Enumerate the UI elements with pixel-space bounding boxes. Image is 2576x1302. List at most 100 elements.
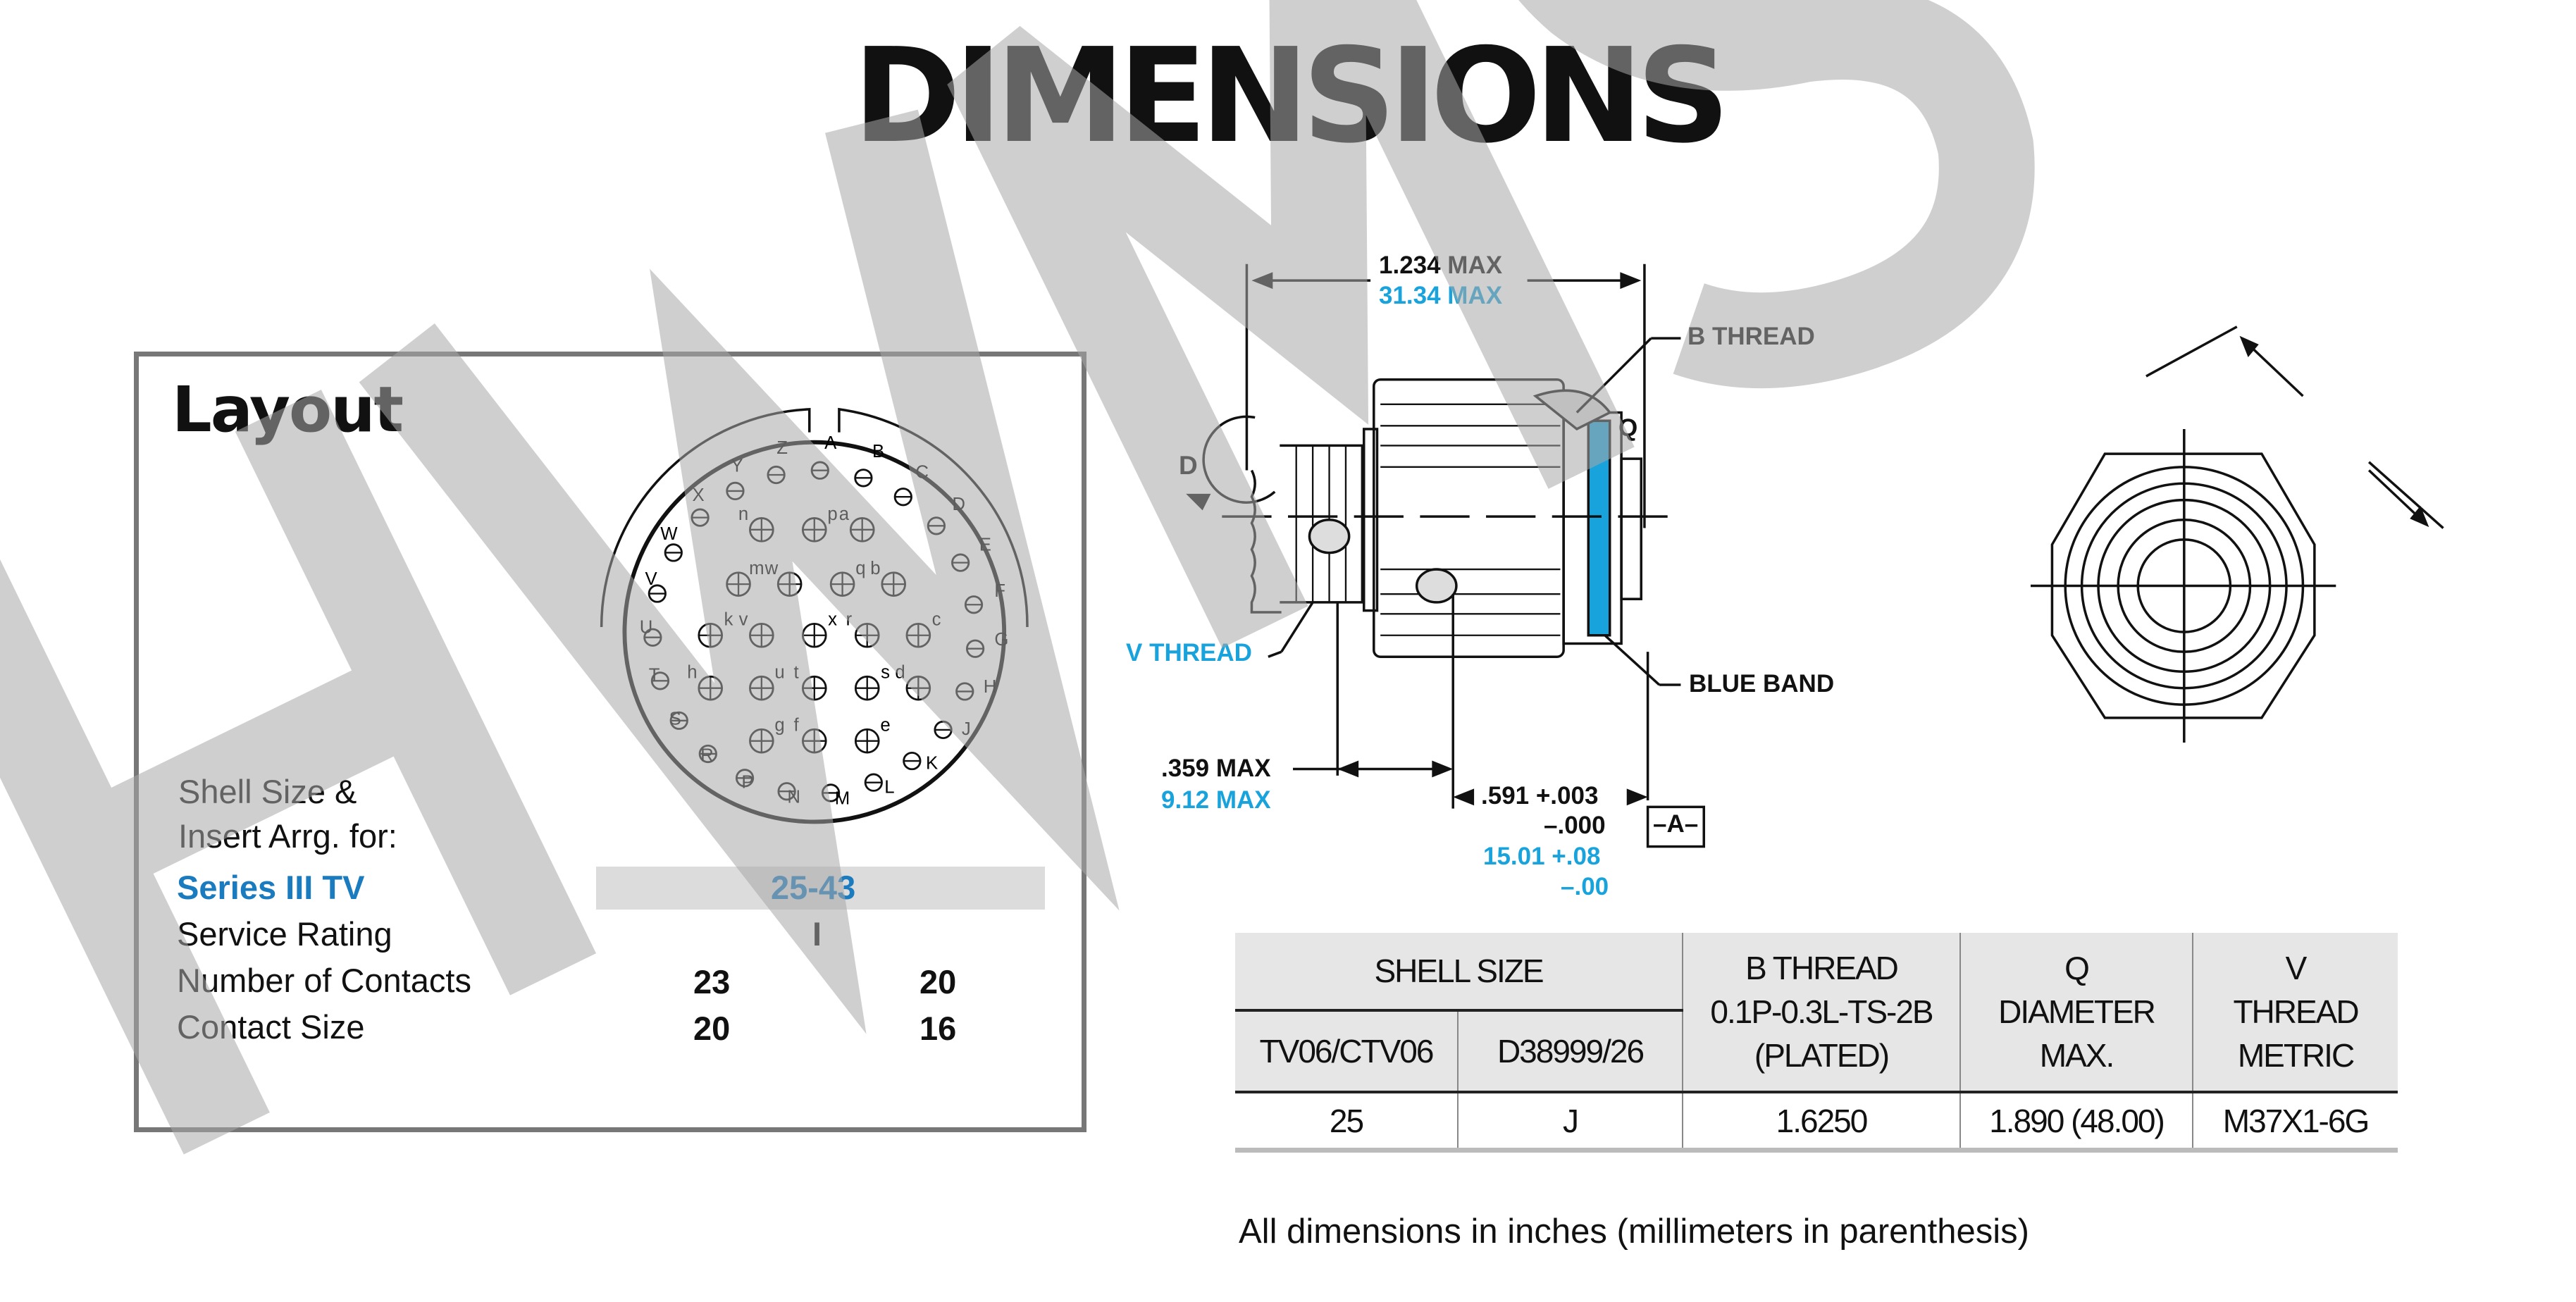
contact-label: t <box>793 663 798 683</box>
contact-label: S <box>669 709 681 729</box>
length-in-tolerance: –.000 <box>1544 812 1606 839</box>
contact-s: s <box>854 663 890 701</box>
service-rating-value: I <box>812 915 822 953</box>
contact-label: q <box>855 559 865 578</box>
contact-b: b <box>870 559 907 597</box>
contact-label: V <box>645 569 658 589</box>
contact-label: m <box>749 559 764 578</box>
contact-label: K <box>926 754 938 774</box>
contact-label: E <box>979 535 991 555</box>
contact-t: t <box>793 663 827 701</box>
series-value: 25-43 <box>771 869 856 906</box>
contact-T: T <box>649 665 670 690</box>
contact-label: M <box>835 789 850 809</box>
datum-a: –A– <box>1653 810 1699 838</box>
contact-label: p <box>827 504 837 524</box>
contact-q: q <box>829 559 866 597</box>
contact-N: N <box>777 782 800 807</box>
contact-label: U <box>640 617 653 637</box>
contact-V: V <box>645 569 667 603</box>
contacts-label: Number of Contacts <box>177 962 471 999</box>
blue-band-callout: BLUE BAND <box>1689 670 1835 698</box>
cell-v: M37X1-6G <box>2192 1091 2398 1153</box>
contact-K: K <box>903 751 938 774</box>
contact-m: m <box>726 559 764 597</box>
header-v-line3: METRIC <box>2237 1037 2355 1074</box>
contact-H: H <box>955 677 996 701</box>
end-view-drawing <box>2030 326 2444 743</box>
contacts-value-20: 23 <box>693 963 731 1000</box>
contact-label: D <box>952 495 965 514</box>
contact-label: T <box>649 665 660 685</box>
contact-label: n <box>738 504 748 524</box>
contact-label: P <box>741 772 753 792</box>
overall-length-in: 1.234 MAX <box>1379 252 1503 279</box>
contact-n: n <box>738 504 774 542</box>
contact-label: e <box>880 716 890 736</box>
header-q-line2: DIAMETER <box>1998 993 2156 1030</box>
header-d38999: D38999/26 <box>1456 1009 1683 1092</box>
contact-P: P <box>735 769 755 792</box>
contacts-value-16: 20 <box>919 963 957 1000</box>
overall-length-mm: 31.34 MAX <box>1379 282 1503 309</box>
contact-E: E <box>951 535 991 572</box>
length-in: .591 +.003 <box>1481 782 1599 810</box>
contact-label: r <box>846 610 853 630</box>
contact-label: x <box>828 610 837 630</box>
contact-label: L <box>884 777 894 797</box>
contact-label: d <box>895 663 905 683</box>
contact-k: k <box>698 610 733 648</box>
insert-arrangement-label: Insert Arrg. for: <box>178 817 397 855</box>
contact-size-a: 20 <box>693 1010 731 1047</box>
contact-Z: Z <box>767 438 788 485</box>
contact-h: h <box>687 663 724 701</box>
contact-v: v <box>739 610 774 648</box>
contact-f: f <box>793 716 827 754</box>
contact-label: A <box>824 433 837 453</box>
page-title: DIMENSIONS <box>853 20 1730 172</box>
contact-D: D <box>927 495 965 535</box>
contact-S: S <box>669 709 688 730</box>
contact-M: M <box>821 783 850 809</box>
contact-d: d <box>895 663 931 701</box>
contact-label: Y <box>731 456 743 476</box>
contact-x: x <box>801 610 837 648</box>
v-thread-callout: V THREAD <box>1126 639 1252 666</box>
contact-L: L <box>864 773 895 797</box>
header-q-line3: MAX. <box>2039 1037 2114 1074</box>
contact-label: N <box>787 787 800 807</box>
header-b-thread-line2: 0.1P-0.3L-TS-2B <box>1710 993 1933 1030</box>
contact-label: h <box>687 663 697 683</box>
contact-label: R <box>700 746 714 766</box>
contact-X: X <box>691 485 710 527</box>
contact-w: w <box>764 559 803 597</box>
contact-J: J <box>934 719 971 739</box>
header-b-thread-line1: B THREAD <box>1745 950 1899 986</box>
contact-label: B <box>872 442 884 461</box>
d-label: D <box>1179 451 1198 480</box>
contact-label: Z <box>776 438 788 458</box>
offset-in: .359 MAX <box>1161 755 1271 782</box>
offset-mm: 9.12 MAX <box>1161 786 1271 814</box>
layout-heading: Layout <box>172 373 404 446</box>
contact-p: p <box>801 504 838 542</box>
cell-q: 1.890 (48.00) <box>1959 1091 2193 1153</box>
cell-shell-d: J <box>1456 1091 1683 1153</box>
contact-label: c <box>932 610 941 630</box>
length-mm: 15.01 +.08 <box>1483 843 1601 870</box>
contact-F: F <box>964 581 1005 614</box>
table-row: 25 J 1.6250 1.890 (48.00) M37X1-6G <box>1235 1091 2398 1153</box>
contact-label: b <box>870 559 880 578</box>
length-mm-tolerance: –.00 <box>1561 873 1609 900</box>
contact-size-b: 16 <box>919 1010 957 1047</box>
contact-u: u <box>749 663 785 701</box>
service-rating-label: Service Rating <box>177 915 392 953</box>
contact-label: w <box>764 559 779 578</box>
contact-label: k <box>724 610 733 630</box>
series-label: Series III TV <box>177 869 365 906</box>
contact-U: U <box>640 617 662 647</box>
